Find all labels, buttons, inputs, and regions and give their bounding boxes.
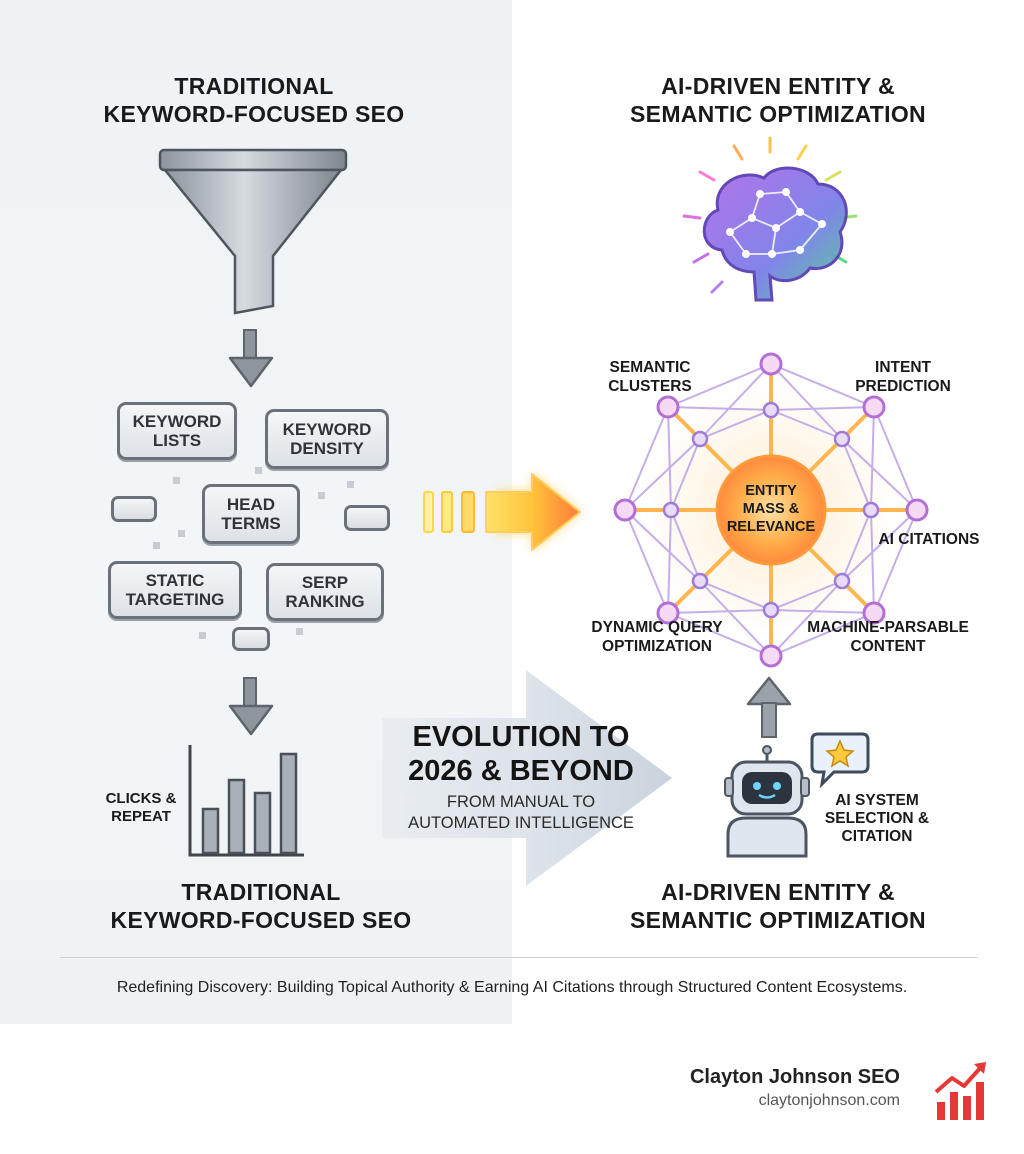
keyword-lists-box: KEYWORD LISTS xyxy=(117,402,237,460)
ai-system-label: AI SYSTEM SELECTION & CITATION xyxy=(824,792,930,845)
keyword-density-box: KEYWORD DENSITY xyxy=(265,409,389,469)
intent-prediction-label: INTENT PREDICTION xyxy=(855,359,951,395)
semantic-clusters-label: SEMANTIC CLUSTERS xyxy=(608,359,692,395)
funnel-icon xyxy=(158,148,348,315)
up-arrow-icon xyxy=(746,676,792,738)
pixel-dot xyxy=(255,467,262,474)
evolution-title: EVOLUTION TO 2026 & BEYOND xyxy=(408,721,634,787)
ai-seo-title-top: AI-DRIVEN ENTITY & SEMANTIC OPTIMIZATION xyxy=(630,73,926,127)
bar-chart-icon xyxy=(188,745,304,857)
brand-url[interactable]: claytonjohnson.com xyxy=(758,1092,900,1109)
serp-ranking-box: SERP RANKING xyxy=(266,563,384,621)
ai-seo-title-bottom: AI-DRIVEN ENTITY & SEMANTIC OPTIMIZATION xyxy=(630,879,926,933)
traditional-seo-title-bottom: TRADITIONAL KEYWORD-FOCUSED SEO xyxy=(110,879,412,933)
brand-name: Clayton Johnson SEO xyxy=(689,1066,900,1088)
pixel-dot xyxy=(347,481,354,488)
traditional-seo-title-top: TRADITIONAL KEYWORD-FOCUSED SEO xyxy=(103,73,405,127)
head-terms-box: HEAD TERMS xyxy=(202,484,300,544)
divider xyxy=(60,957,978,958)
empty-keyword-chip xyxy=(111,496,157,522)
evolution-arrow xyxy=(382,670,672,886)
machine-parsable-content-label: MACHINE-PARSABLE CONTENT xyxy=(807,619,969,655)
pixel-dot xyxy=(318,492,325,499)
ai-robot-icon xyxy=(724,745,810,858)
entity-hub-label: ENTITY MASS & RELEVANCE xyxy=(726,483,816,535)
pixel-dot xyxy=(153,542,160,549)
empty-keyword-chip xyxy=(344,505,390,531)
ai-brain-icon xyxy=(682,136,858,302)
pixel-dot xyxy=(296,628,303,635)
down-arrow-icon xyxy=(228,677,274,736)
dynamic-query-optimization-label: DYNAMIC QUERY OPTIMIZATION xyxy=(591,619,723,655)
pixel-dot xyxy=(199,632,206,639)
pixel-dot xyxy=(178,530,185,537)
caption: Redefining Discovery: Building Topical A… xyxy=(116,979,908,996)
star-speech-bubble-icon xyxy=(810,732,870,789)
clicks-repeat-label: CLICKS & REPEAT xyxy=(105,790,177,825)
evolution-subtitle: FROM MANUAL TO AUTOMATED INTELLIGENCE xyxy=(408,793,634,832)
pixel-dot xyxy=(173,477,180,484)
static-targeting-box: STATIC TARGETING xyxy=(108,561,242,619)
down-arrow-icon xyxy=(228,329,274,388)
ai-citations-label: AI CITATIONS xyxy=(878,531,980,548)
growth-chart-logo-icon xyxy=(934,1062,986,1120)
transition-glow-arrow xyxy=(423,472,582,552)
semantic-network-diagram xyxy=(613,352,929,668)
empty-keyword-chip xyxy=(232,627,270,651)
